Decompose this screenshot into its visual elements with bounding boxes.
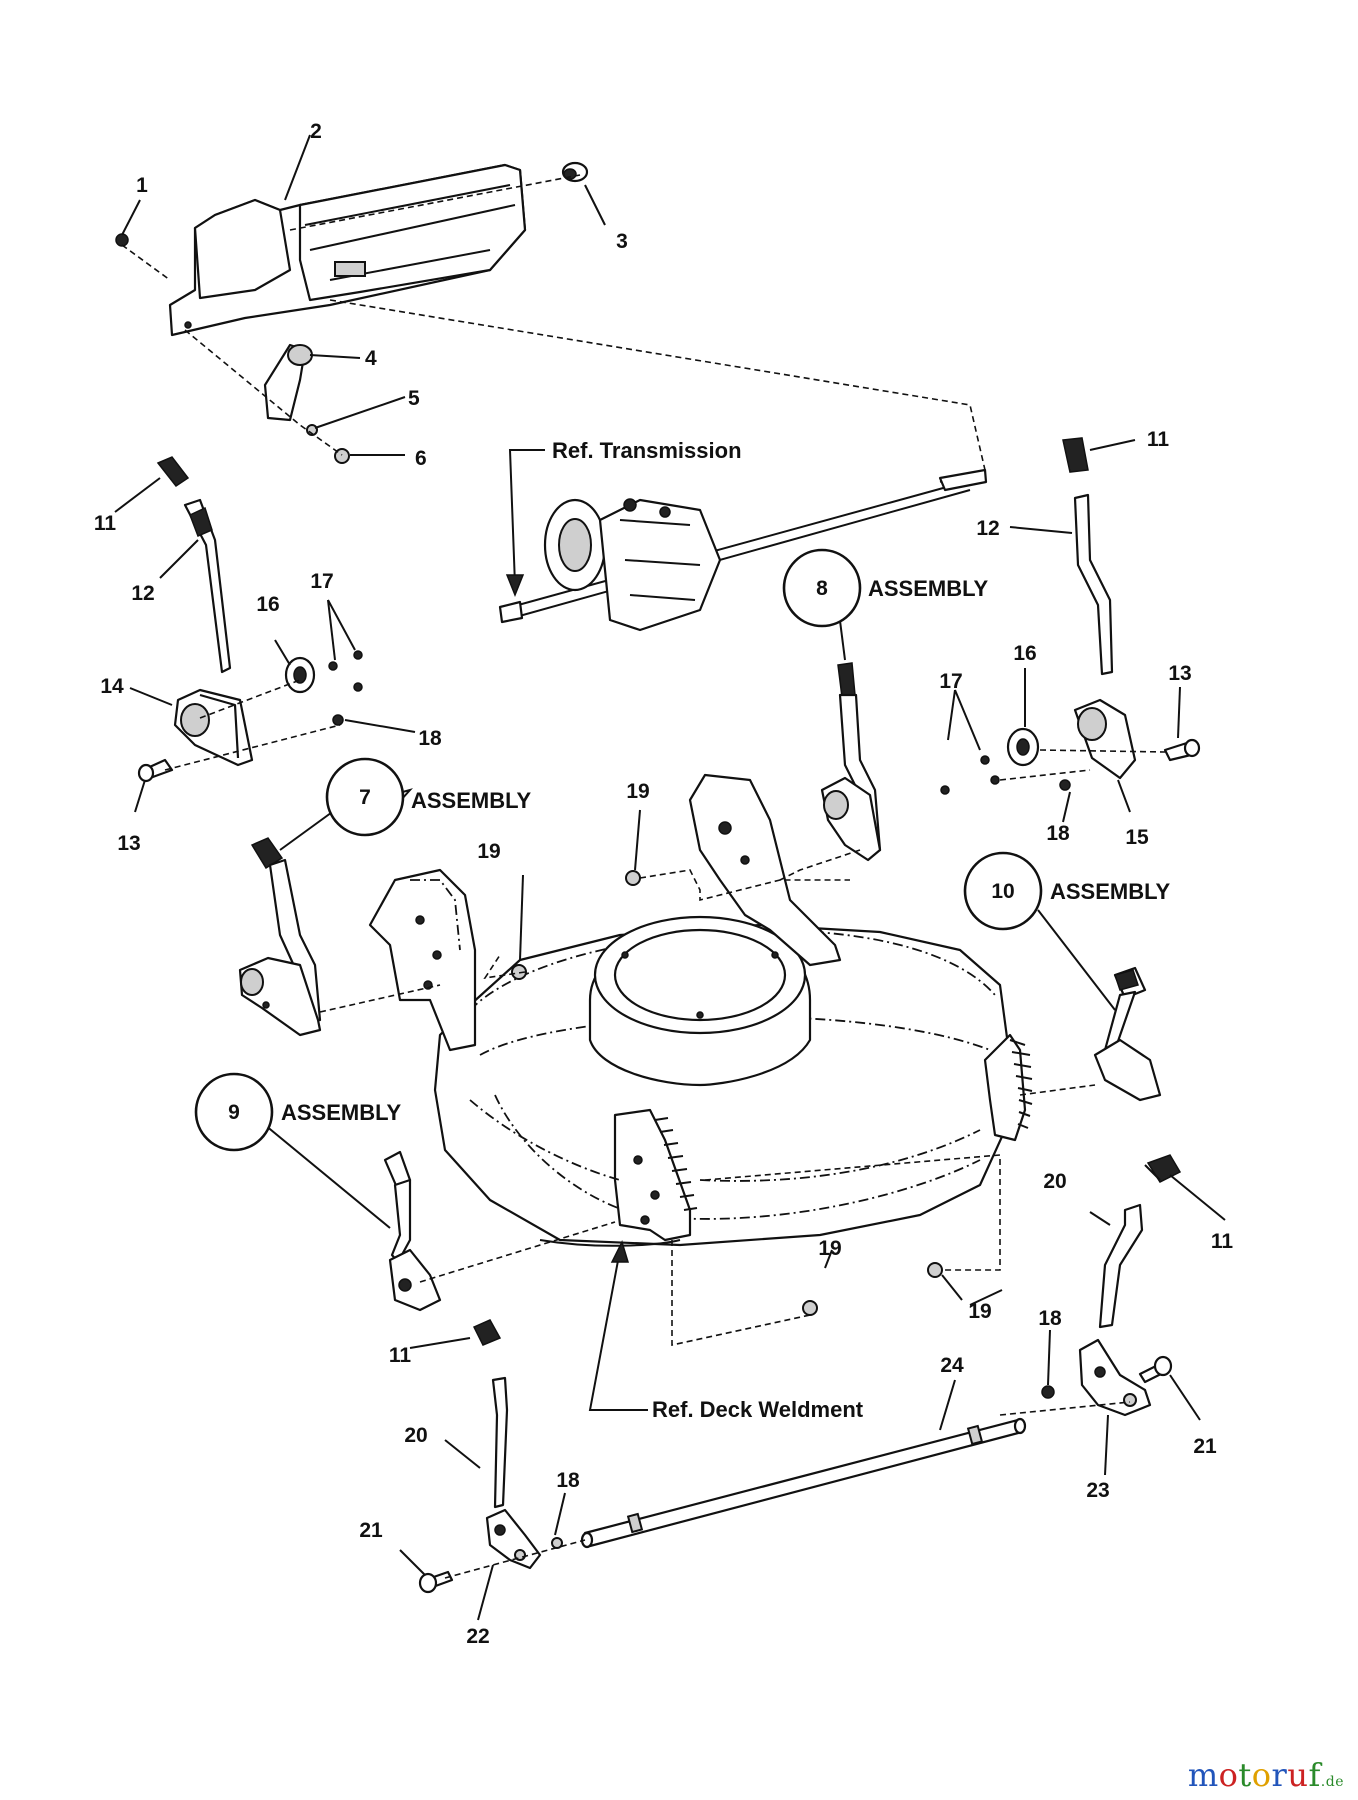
callout-11-left-front: 11 <box>389 1344 412 1367</box>
callout-4: 4 <box>365 347 377 370</box>
assembly-7-label: ASSEMBLY <box>411 788 532 813</box>
callout-13-right: 13 <box>1168 662 1191 685</box>
callout-19-rear: 19 <box>626 780 649 803</box>
assembly-8-label: ASSEMBLY <box>868 576 989 601</box>
bolt-21-a <box>1138 1355 1173 1384</box>
nut-part <box>115 233 129 247</box>
washer-18-c <box>1041 1385 1055 1399</box>
assembly-9-callout: 9 ASSEMBLY <box>194 1072 402 1152</box>
assembly-8-callout: 8 ASSEMBLY <box>782 548 989 628</box>
watermark-logo: motoruf.de <box>1188 1756 1344 1794</box>
assembly-10-number: 10 <box>991 880 1014 903</box>
leader-lines <box>114 134 1226 1621</box>
callout-19-right: 19 <box>968 1300 991 1323</box>
callout-21-left: 21 <box>359 1519 383 1542</box>
watermark-suffix: .de <box>1320 1774 1344 1790</box>
assembly-9-adjuster <box>383 1150 442 1312</box>
callout-15: 15 <box>1125 826 1149 849</box>
assembly-10-label: ASSEMBLY <box>1050 879 1171 904</box>
callout-18-right: 18 <box>1046 822 1070 845</box>
nut-19-a <box>625 870 641 886</box>
callout-12-right: 12 <box>976 517 999 540</box>
knob-11-left-front <box>472 1319 502 1346</box>
callout-6: 6 <box>415 447 427 470</box>
assembly-8-number: 8 <box>816 577 828 600</box>
callout-23: 23 <box>1086 1479 1109 1502</box>
callout-1: 1 <box>136 174 148 197</box>
right-height-adjuster <box>940 437 1201 795</box>
axle-rod-24 <box>580 1417 1027 1549</box>
callout-14: 14 <box>100 675 124 698</box>
assembly-7-adjuster <box>238 837 322 1037</box>
callout-20-left: 20 <box>404 1424 427 1447</box>
ref-transmission-label: Ref. Transmission <box>552 438 742 463</box>
ref-deck-weldment-label: Ref. Deck Weldment <box>652 1397 864 1422</box>
callout-20-right: 20 <box>1043 1170 1066 1193</box>
deck-ref-arrow <box>588 1239 648 1411</box>
callout-19-left: 19 <box>477 840 500 863</box>
transmission-ref-arrow <box>505 449 545 598</box>
callout-3: 3 <box>616 230 628 253</box>
callout-11-right: 11 <box>1147 428 1170 451</box>
callout-12-left: 12 <box>131 582 154 605</box>
callout-17-right: 17 <box>939 670 962 693</box>
rear-shield-part <box>168 163 527 337</box>
watermark-letter: o <box>1218 1756 1239 1794</box>
watermark-letter: r <box>1271 1756 1288 1794</box>
assembly-9-label: ASSEMBLY <box>281 1100 402 1125</box>
right-front-plate-23 <box>1078 1338 1152 1417</box>
transmission-part <box>498 468 988 632</box>
callout-numbers: 1 2 3 4 5 6 11 11 11 11 12 12 13 13 14 1… <box>94 120 1234 1648</box>
watermark-letter: m <box>1187 1756 1219 1794</box>
callout-18-left-front: 18 <box>556 1469 580 1492</box>
callout-13-left: 13 <box>117 832 140 855</box>
assembly-9-number: 9 <box>228 1101 240 1124</box>
left-height-adjuster <box>137 456 363 783</box>
right-front-lever-20 <box>1098 1154 1182 1329</box>
assembly-10-callout: 10 ASSEMBLY <box>963 851 1171 931</box>
bolt-21-b <box>418 1570 454 1594</box>
nut-19-c <box>927 1262 943 1278</box>
callout-22: 22 <box>466 1625 489 1648</box>
callout-11-left: 11 <box>94 512 117 535</box>
assembly-10-adjuster <box>1093 966 1162 1102</box>
watermark-letter: o <box>1251 1756 1272 1794</box>
watermark-letter: f <box>1308 1756 1321 1794</box>
assembly-7-number: 7 <box>359 786 371 809</box>
watermark-letter: u <box>1287 1756 1309 1794</box>
washer-18-d <box>551 1537 563 1549</box>
callout-21-right: 21 <box>1193 1435 1217 1458</box>
assembly-8-adjuster <box>820 662 882 862</box>
callout-18-right-front: 18 <box>1038 1307 1062 1330</box>
callout-24: 24 <box>940 1354 964 1377</box>
callout-16-left: 16 <box>256 593 279 616</box>
bracket-part <box>263 343 313 422</box>
callout-18-left: 18 <box>418 727 442 750</box>
left-front-lever-20 <box>491 1376 509 1509</box>
callout-11-right-front: 11 <box>1211 1230 1234 1253</box>
deck-weldment <box>368 773 1033 1247</box>
callout-19-center: 19 <box>818 1237 841 1260</box>
assembly-7-callout: 7 ASSEMBLY <box>325 757 532 837</box>
callout-5: 5 <box>408 387 420 410</box>
callout-2: 2 <box>310 120 322 143</box>
callout-17-left: 17 <box>310 570 333 593</box>
nut-19-d <box>802 1300 818 1316</box>
callout-16-right: 16 <box>1013 642 1036 665</box>
watermark-letter: t <box>1238 1756 1252 1794</box>
nut-19-b <box>511 964 527 980</box>
